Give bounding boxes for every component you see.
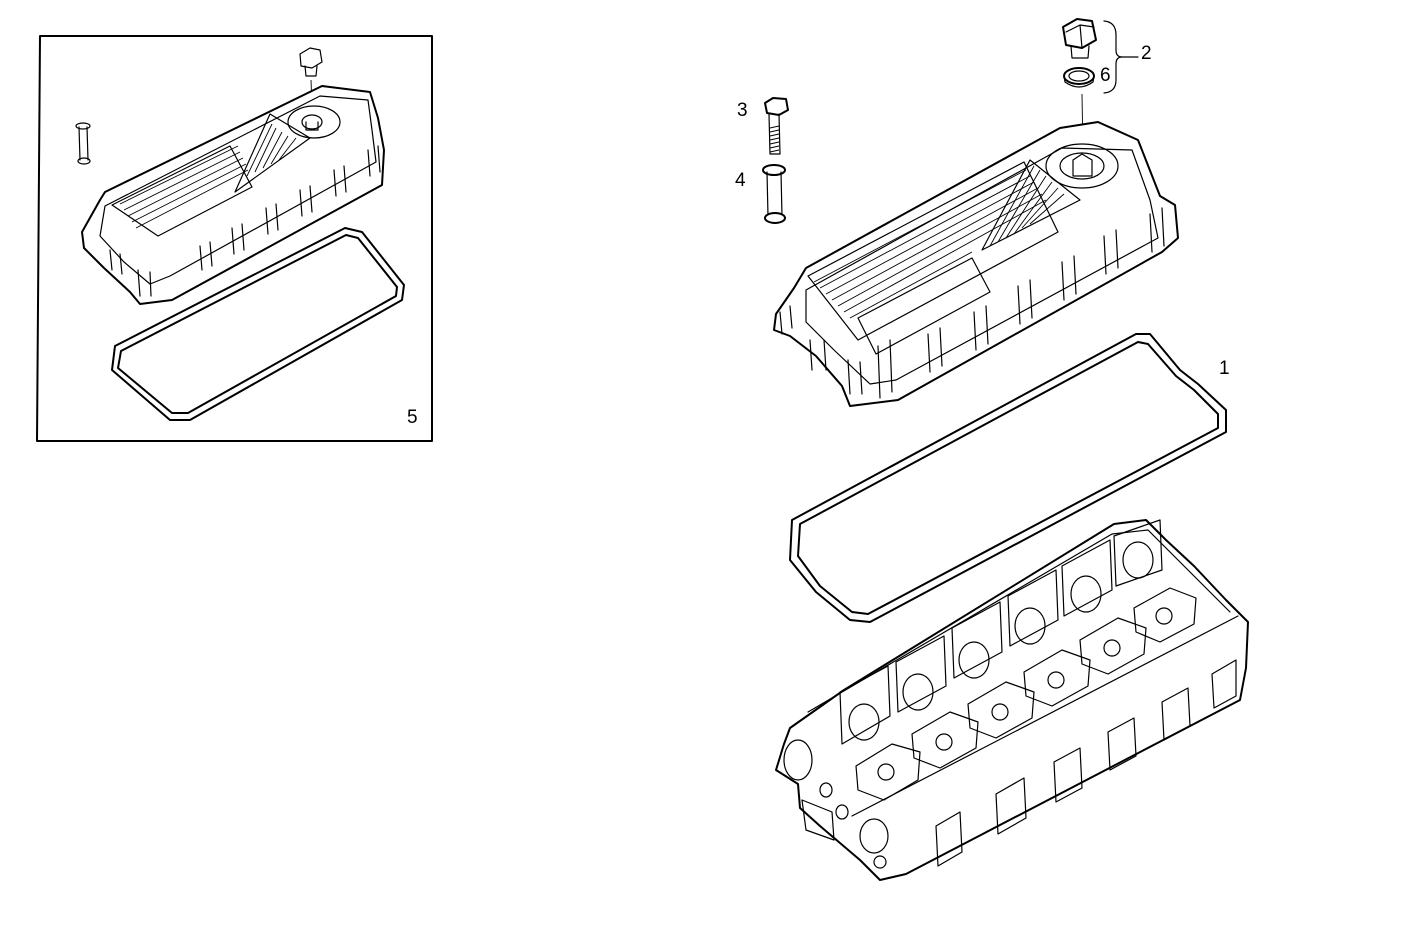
inset-gasket <box>111 227 405 421</box>
callout-3: 3 <box>737 100 748 121</box>
filler-cap <box>1062 18 1097 59</box>
callout-2: 2 <box>1141 43 1152 64</box>
inset-valve-cover <box>81 85 385 305</box>
port-bores <box>839 519 1163 745</box>
front-face-pockets <box>935 659 1237 867</box>
valve-cover <box>773 121 1179 407</box>
callout-6: 6 <box>1100 65 1111 86</box>
cylinder-head <box>775 519 1249 881</box>
inset-kit-box <box>36 35 433 442</box>
inset-spacer <box>75 122 91 165</box>
bolt <box>764 97 789 155</box>
spacer <box>762 164 786 224</box>
end-face <box>783 739 889 869</box>
gasket <box>789 333 1227 623</box>
seal-ring <box>1063 67 1095 88</box>
valve-seats <box>855 587 1197 801</box>
callout-1: 1 <box>1219 358 1230 379</box>
callout-5: 5 <box>407 407 418 428</box>
callout-4: 4 <box>735 170 746 191</box>
